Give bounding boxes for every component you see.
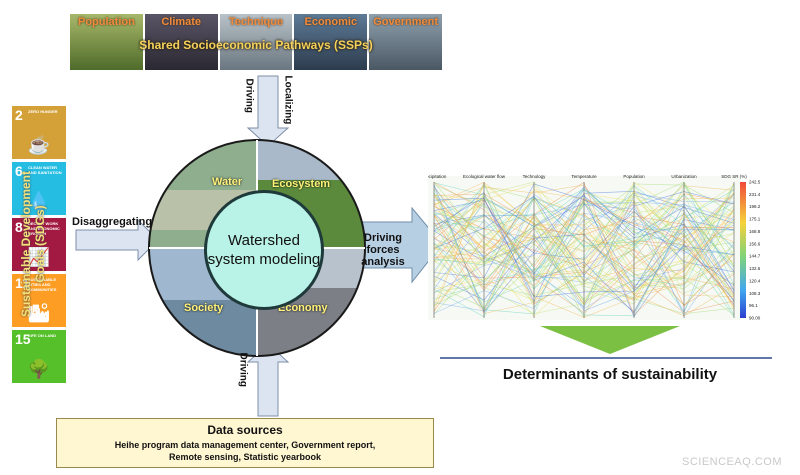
ssp-photo-technique: Technique (219, 14, 293, 70)
growth-icon: 📈 (27, 247, 51, 267)
ssp-photo-government: Government (369, 14, 442, 70)
ssp-label-technique: Technique (228, 16, 284, 28)
ssp-photo-economic: Economic (294, 14, 368, 70)
sdg-text: SUSTAINABLE CITIES AND COMMUNITIES (28, 277, 57, 292)
ssp-label-economic: Economic (304, 16, 358, 28)
sdg-text: DECENT WORK AND ECONOMIC GROWTH (28, 221, 60, 236)
localizing-label: Localizing (282, 75, 294, 125)
sdg-number: 15 (15, 331, 31, 347)
quadrant-label-economy: Economy (278, 302, 328, 314)
chart-colorbar-tick: 96.1 (749, 303, 758, 308)
sdg-text: LIFE ON LAND (28, 333, 56, 338)
sdg-text: ZERO HUNGER (28, 109, 58, 114)
quadrant-label-water: Water (212, 176, 243, 188)
sdg-tile-11: 11 SUSTAINABLE CITIES AND COMMUNITIES 🏙 (12, 274, 66, 327)
sdg-tile-2: 2 ZERO HUNGER ☕ (12, 106, 66, 159)
data-sources-line1: Heihe program data management center, Go… (114, 440, 376, 450)
chart-axis-label: Urbanization (671, 174, 697, 179)
sdg-tile-6: 6 CLEAN WATER AND SANITATION 💧 (12, 162, 66, 215)
ssp-label-population: Population (77, 16, 135, 28)
chart-axis-label: Population (623, 174, 645, 179)
chart-colorbar-tick: 120.4 (749, 278, 761, 283)
ssp-label-climate: Climate (161, 16, 202, 28)
ssp-photo-population: Population (70, 14, 143, 70)
sdg-column: 2 ZERO HUNGER ☕ 6 CLEAN WATER AND SANITA… (12, 106, 66, 384)
ssp-photo-climate: Climate (144, 14, 218, 70)
chart-colorbar-tick: 198.2 (749, 204, 761, 209)
disaggregating-arrow (75, 218, 159, 262)
driving-bottom-label: Driving (237, 352, 249, 387)
data-sources-title: Data sources (207, 423, 283, 437)
driving-forces-label: Driving forces analysis (361, 232, 405, 268)
watershed-center-label: Watershed system modeling (207, 232, 321, 268)
sdg-number: 6 (15, 163, 23, 179)
quadrant-label-society: Society (184, 302, 224, 314)
determinants-arrow (540, 326, 680, 354)
tree-icon: 🌳 (27, 359, 51, 379)
watermark: SCIENCEAQ.COM (681, 456, 782, 468)
chart-colorbar-tick: 175.1 (749, 217, 761, 222)
chart-axis-label: Ecological water flow (463, 174, 506, 179)
data-sources-line2: Remote sensing, Statistic yearbook (168, 452, 322, 462)
sdg-text: CLEAN WATER AND SANITATION (28, 165, 62, 175)
chart-axis-label: Technology (523, 174, 547, 179)
driving-top-label: Driving (243, 78, 255, 113)
parallel-coordinates-chart: Precipitation Ecological water flow Techno… (428, 174, 761, 321)
ssp-label-government: Government (373, 16, 438, 28)
sdg-tile-8: 8 DECENT WORK AND ECONOMIC GROWTH 📈 (12, 218, 66, 271)
chart-colorbar-tick: 168.8 (749, 229, 761, 234)
watershed-center: Watershed system modeling (204, 190, 324, 310)
chart-colorbar-tick: 108.3 (749, 291, 761, 296)
chart-colorbar (740, 182, 746, 318)
chart-colorbar-tick: 144.7 (749, 254, 761, 259)
chart-axis-label: Precipitation (428, 174, 447, 179)
sdg-number: 8 (15, 219, 23, 235)
food-icon: ☕ (27, 135, 51, 155)
city-icon: 🏙 (27, 303, 51, 323)
ssp-photo-strip: Population Climate Technique Economic Go… (70, 14, 442, 70)
sdg-number: 2 (15, 107, 23, 123)
ssp-title: Shared Socioeconomic Pathways (SSPs) (139, 38, 373, 52)
chart-colorbar-tick: 156.6 (749, 241, 761, 246)
chart-axis-label: Temperature (571, 174, 597, 179)
chart-axis-label: SDG SR (%) (721, 174, 747, 179)
chart-colorbar-tick: 242.5 (749, 180, 761, 185)
quadrant-label-ecosystem: Ecosystem (272, 178, 331, 190)
determinants-title: Determinants of sustainability (502, 366, 718, 383)
water-icon: 💧 (27, 191, 51, 211)
data-sources-box: Data sources Heihe program data manageme… (56, 418, 434, 468)
sdg-number: 11 (15, 275, 30, 291)
disaggregating-label: Disaggregating (72, 216, 153, 228)
chart-colorbar-tick: 90.00 (749, 316, 761, 321)
sdg-tile-15: 15 LIFE ON LAND 🌳 (12, 330, 66, 383)
chart-colorbar-tick: 132.6 (749, 266, 761, 271)
chart-colorbar-tick: 231.4 (749, 192, 761, 197)
localizing-arrow (246, 75, 290, 147)
